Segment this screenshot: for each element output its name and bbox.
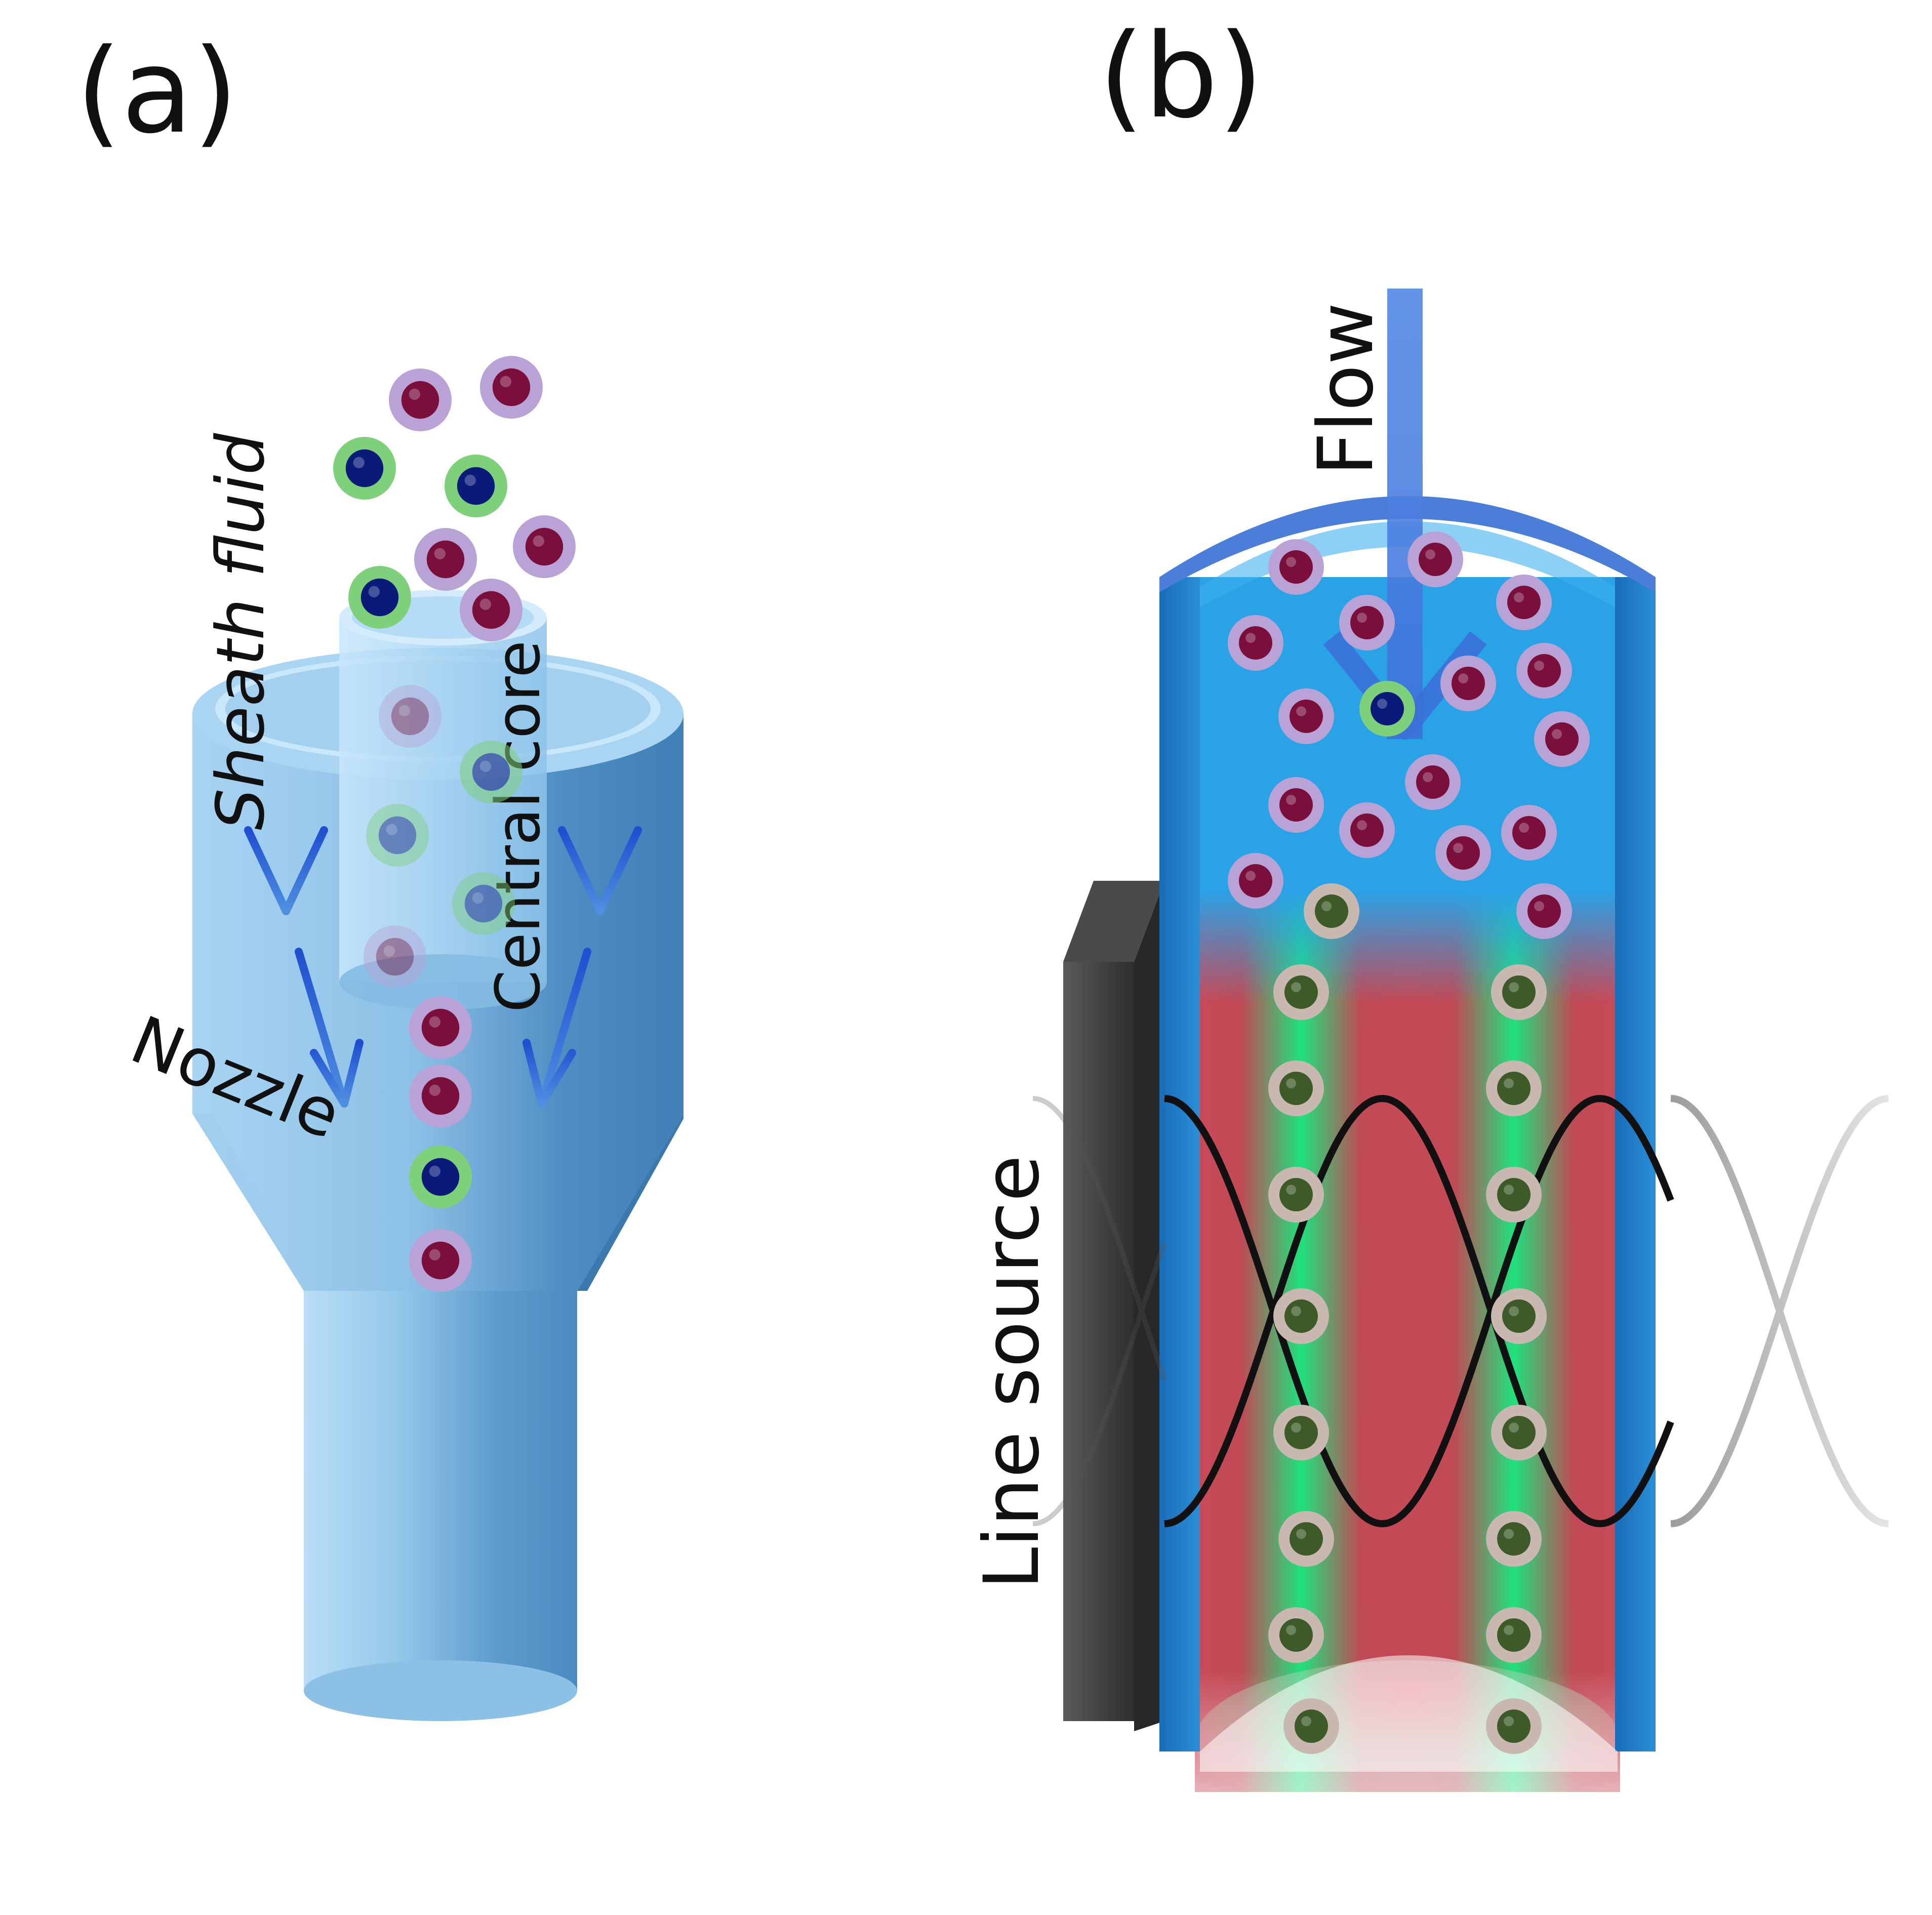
cell xyxy=(379,685,441,748)
cell xyxy=(1486,1698,1542,1754)
sheath-fluid-label: Sheath fluid xyxy=(202,432,279,830)
cell xyxy=(1491,964,1547,1020)
cell xyxy=(1491,1288,1547,1344)
cell xyxy=(1405,754,1461,810)
cell xyxy=(480,356,543,419)
arrow-left-down xyxy=(244,624,328,915)
cell xyxy=(1486,1061,1542,1116)
cell xyxy=(1273,1288,1329,1344)
cell xyxy=(409,996,472,1059)
standing-wave xyxy=(1033,1094,1889,1528)
cell xyxy=(460,579,522,641)
cell xyxy=(1516,883,1572,939)
arrow-right-down xyxy=(558,624,642,915)
arrow-right-diag xyxy=(522,948,591,1108)
cell xyxy=(366,804,429,867)
cell xyxy=(1435,825,1491,881)
line-source-transducer xyxy=(1063,881,1164,1731)
cell xyxy=(1273,964,1329,1020)
wave-faded-left xyxy=(1033,1096,1167,1526)
cell xyxy=(1339,595,1395,650)
cell xyxy=(409,1146,472,1208)
sheath-flow-arrows xyxy=(244,624,642,1108)
cell xyxy=(1283,1698,1339,1754)
cell xyxy=(409,1065,472,1127)
cell xyxy=(1268,539,1324,595)
cells-b xyxy=(1228,532,1590,1754)
central-core-label: Central core xyxy=(484,640,554,1012)
cell xyxy=(513,515,576,578)
cell xyxy=(1278,1511,1334,1567)
outlet-tube xyxy=(304,1286,577,1721)
left-wall xyxy=(1159,577,1200,1751)
cell xyxy=(1486,1511,1542,1567)
panel-b-label: (b) xyxy=(1099,9,1263,144)
cell xyxy=(1486,1607,1542,1663)
cell xyxy=(1268,1167,1324,1223)
wave-faded-right xyxy=(1670,1095,1889,1527)
cell xyxy=(1228,615,1283,671)
cell xyxy=(1440,656,1496,711)
panel-a-label: (a) xyxy=(76,24,238,159)
flow-label: Flow xyxy=(1302,303,1390,476)
cell xyxy=(1534,711,1590,767)
cell xyxy=(1496,575,1552,630)
cell xyxy=(333,437,396,500)
cell xyxy=(364,925,426,988)
cells-a xyxy=(333,356,576,1292)
line-source-label: Line source xyxy=(968,1155,1056,1590)
cell xyxy=(1304,883,1359,939)
cell xyxy=(1359,681,1415,737)
cell xyxy=(1501,805,1557,861)
cell xyxy=(414,528,477,591)
cell xyxy=(1273,1405,1329,1460)
cell xyxy=(1268,1607,1324,1663)
cell xyxy=(1407,532,1463,587)
cell xyxy=(445,455,507,517)
cell xyxy=(348,566,411,629)
cell xyxy=(452,872,515,935)
right-wall xyxy=(1615,577,1656,1751)
cell xyxy=(460,741,522,803)
cell xyxy=(409,1229,472,1292)
cell xyxy=(1339,802,1395,858)
cell xyxy=(1268,1061,1324,1116)
cell xyxy=(1228,853,1283,909)
panel-a: (a) xyxy=(76,24,683,1721)
cell xyxy=(1491,1405,1547,1460)
arrow-left-diag xyxy=(295,948,364,1108)
cell xyxy=(1516,643,1572,699)
cell xyxy=(1486,1167,1542,1223)
panel-b: (b) xyxy=(968,9,1889,1883)
wave-solid xyxy=(1164,1094,1674,1528)
cell xyxy=(1268,777,1324,833)
cell xyxy=(389,369,452,431)
cell xyxy=(1278,688,1334,744)
